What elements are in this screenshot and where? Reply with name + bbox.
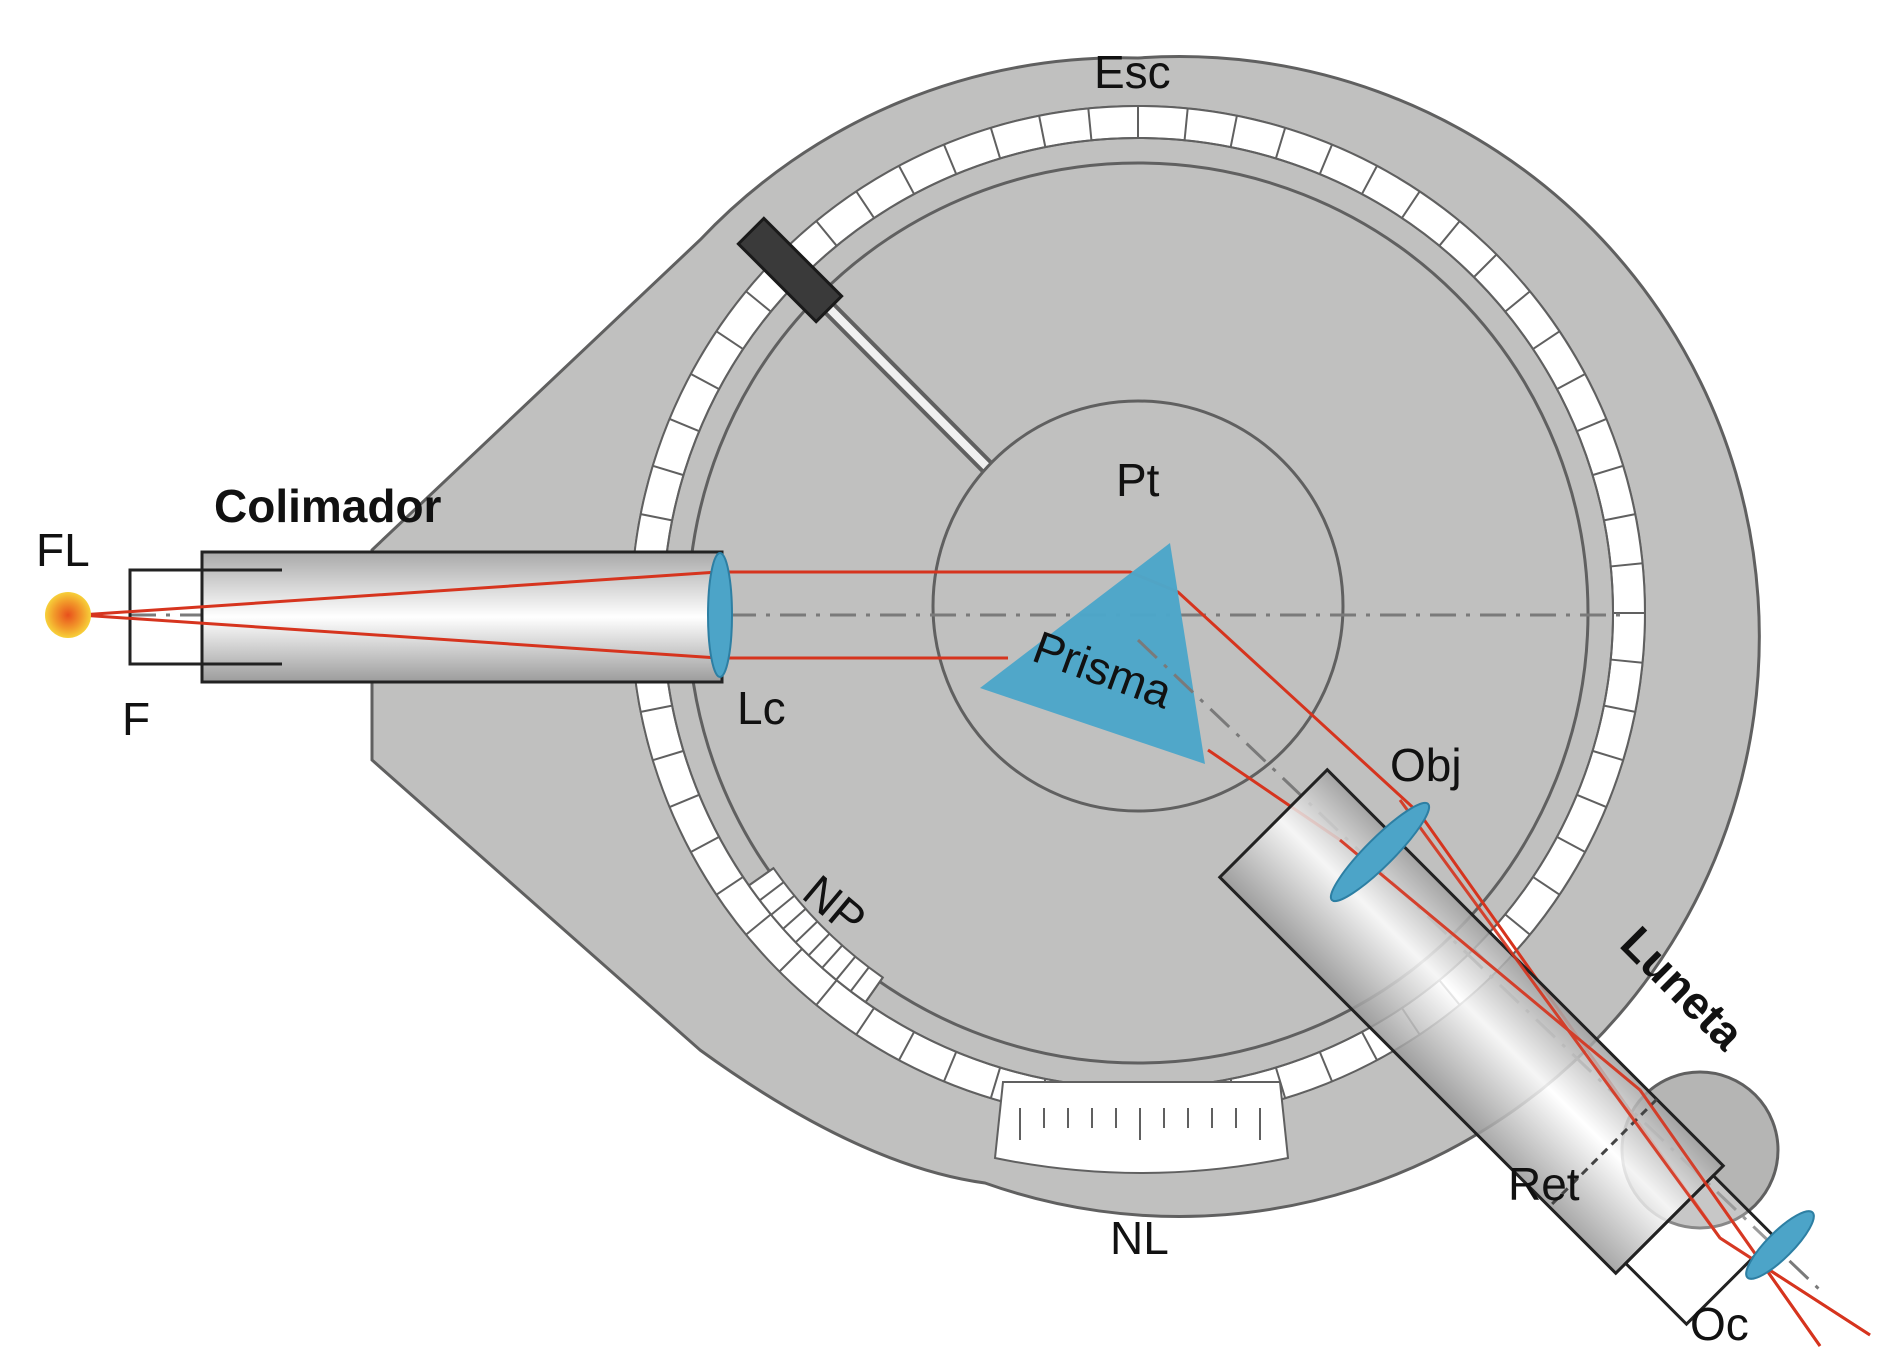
scale-tick	[1274, 127, 1287, 159]
scale-tick	[1401, 190, 1421, 219]
scale-tick	[1556, 836, 1586, 853]
scale-tick	[1610, 562, 1643, 568]
scale-tick	[1603, 704, 1636, 713]
scale-tick	[745, 290, 772, 313]
scale-tick	[652, 464, 684, 477]
vernier-np-tick	[748, 867, 775, 887]
scale-tick	[1038, 115, 1047, 148]
scale-tick	[898, 165, 915, 195]
scale-tick	[652, 749, 684, 762]
scale-tick	[669, 418, 700, 433]
scale-tick	[943, 1051, 958, 1082]
scale-tick	[943, 144, 958, 175]
scale-tick	[778, 948, 803, 973]
label-obj: Obj	[1390, 739, 1462, 791]
scale-tick	[1183, 108, 1189, 141]
collimator-lens	[707, 552, 733, 678]
scale-tick	[855, 1007, 875, 1036]
vernier-np-tick	[864, 976, 884, 1003]
scale-tick	[715, 330, 744, 350]
scale-tick	[1087, 108, 1093, 141]
vernier-np-tick	[835, 956, 857, 981]
scale-tick	[855, 190, 875, 219]
label-nl: NL	[1110, 1212, 1169, 1264]
scale-tick	[1438, 220, 1461, 247]
label-oc: Oc	[1690, 1298, 1749, 1350]
label-esc: Esc	[1094, 46, 1171, 98]
clamp-screw	[736, 216, 998, 478]
vernier-np-tick	[794, 920, 818, 944]
scale-tick	[1318, 144, 1333, 175]
vernier-nl	[993, 1081, 1290, 1174]
scale-tick	[1532, 876, 1561, 896]
label-ret: Ret	[1508, 1158, 1580, 1210]
scale-tick	[745, 913, 772, 936]
scale-tick	[1473, 253, 1498, 278]
scale-tick	[715, 876, 744, 896]
scale-tick	[1532, 330, 1561, 350]
scale-tick	[1229, 115, 1238, 148]
scale-tick	[815, 979, 838, 1006]
light-source	[45, 592, 91, 638]
scale-tick	[690, 373, 720, 390]
scale-tick	[690, 836, 720, 853]
label-fl: FL	[36, 524, 90, 576]
scale-tick	[989, 127, 1002, 159]
scale-tick	[1504, 290, 1531, 313]
label-pt: Pt	[1116, 454, 1160, 506]
vernier-np-tick	[759, 881, 785, 902]
label-lc: Lc	[737, 682, 786, 734]
scale-tick	[1610, 658, 1643, 664]
vernier-np-tick	[782, 908, 807, 930]
scale-tick	[1592, 749, 1624, 762]
scale-tick	[640, 704, 673, 713]
scale-tick	[1603, 513, 1636, 522]
scale-tick	[815, 220, 838, 247]
scale-tick	[669, 793, 700, 808]
scale-tick	[1576, 793, 1607, 808]
ocular-lens	[1745, 1210, 1815, 1280]
collimator	[128, 550, 724, 684]
scale-tick	[1361, 1031, 1378, 1061]
scale-tick	[1576, 418, 1607, 433]
vernier-np	[747, 866, 885, 1004]
label-colimador: Colimador	[214, 480, 442, 532]
scale-tick	[1318, 1051, 1333, 1082]
scale-tick	[898, 1031, 915, 1061]
prism	[980, 543, 1205, 764]
scale-tick	[989, 1067, 1002, 1099]
vernier-np-tick	[849, 966, 870, 992]
scale-tick	[1556, 373, 1586, 390]
scale-tick	[1361, 165, 1378, 195]
scale-tick	[1592, 464, 1624, 477]
vernier-np-tick	[770, 894, 795, 916]
objective-lens	[1329, 801, 1431, 903]
scale-tick	[1504, 913, 1531, 936]
vernier-np-tick	[807, 933, 831, 957]
scale-tick	[640, 513, 673, 522]
label-f: F	[122, 693, 150, 745]
vernier-np-tick	[821, 944, 843, 969]
